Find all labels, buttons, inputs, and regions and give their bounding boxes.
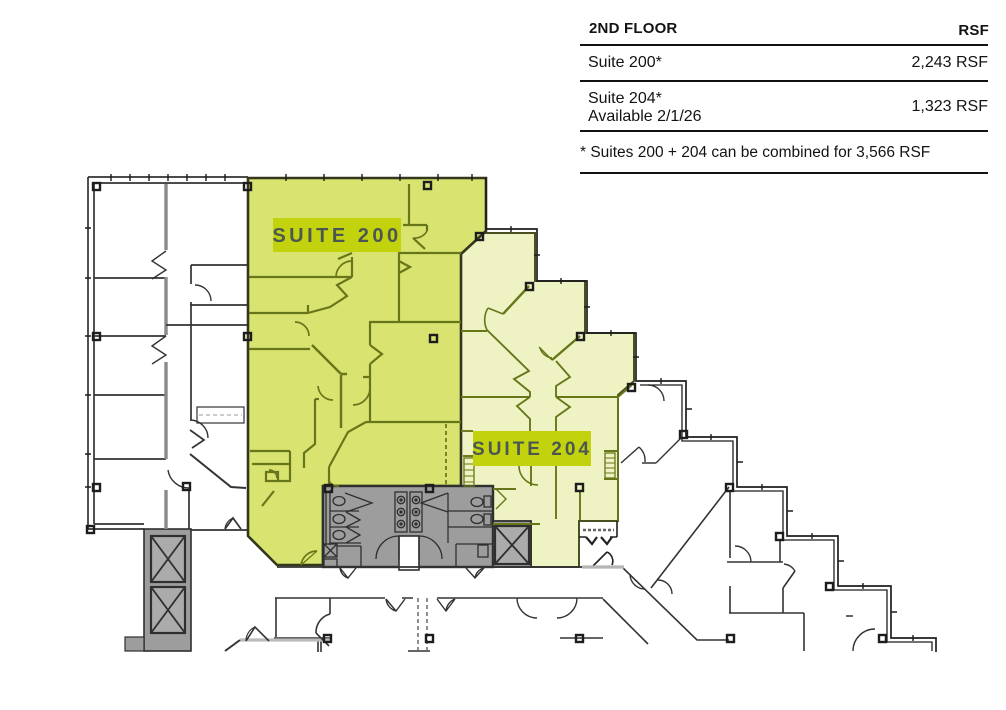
svg-text:SUITE 200: SUITE 200 — [272, 225, 401, 247]
svg-text:SUITE 204: SUITE 204 — [472, 439, 592, 460]
